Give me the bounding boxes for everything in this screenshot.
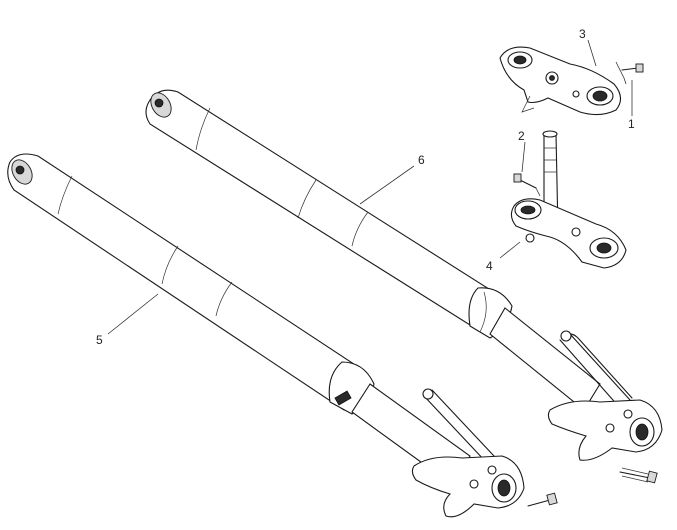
leader-3	[587, 39, 597, 67]
leader-4	[499, 241, 521, 259]
clamp-bolt-upper	[615, 61, 644, 85]
callout-6: 6	[418, 153, 425, 167]
callout-4: 4	[486, 259, 493, 273]
lower-triple-clamp	[510, 130, 627, 269]
callout-3: 3	[579, 27, 586, 41]
leader-5	[107, 293, 159, 335]
callout-5: 5	[96, 333, 103, 347]
fork-leg-left	[7, 153, 558, 518]
leader-2	[521, 141, 526, 173]
upper-triple-clamp	[499, 46, 622, 116]
callout-2: 2	[518, 129, 525, 143]
fork-leg-right	[145, 89, 663, 484]
callout-1: 1	[628, 117, 635, 131]
clamp-bolt-lower	[513, 173, 541, 197]
leader-6	[359, 165, 415, 205]
